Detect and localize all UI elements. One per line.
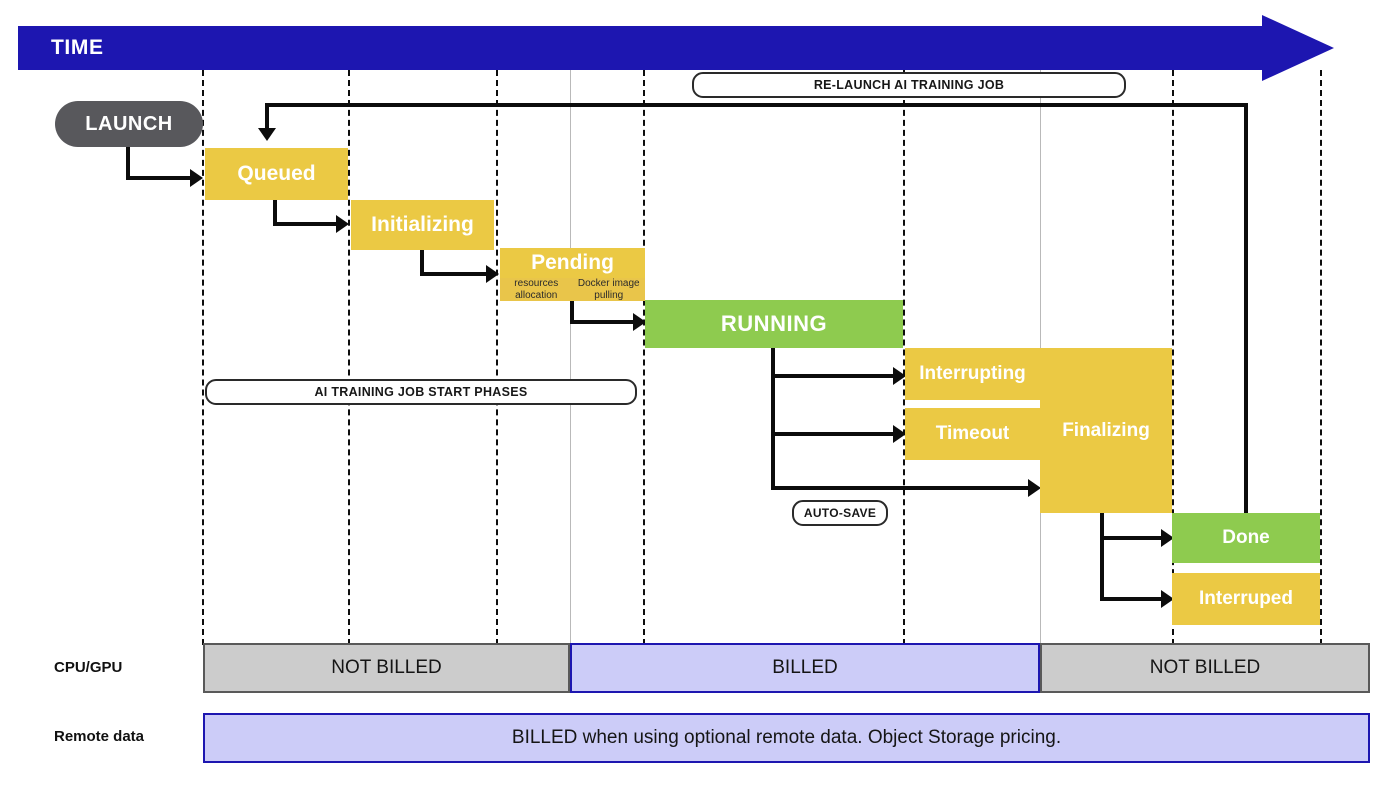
gridline-9 [1320, 70, 1322, 645]
connector-finalizing-to-done [1100, 536, 1170, 540]
gridline-2 [348, 70, 350, 645]
time-axis-banner: TIME [18, 15, 1334, 81]
connector-running-trunk [771, 348, 775, 490]
relaunch-caption: RE-LAUNCH AI TRAINING JOB [692, 72, 1126, 98]
state-timeout[interactable]: Timeout [905, 408, 1040, 460]
connector-pending-vertical [570, 301, 574, 324]
arrowhead-launch-to-queued-icon [190, 169, 203, 187]
connector-running-to-finalizing [771, 486, 1037, 490]
arrowhead-running-to-interrupting-icon [893, 367, 906, 385]
state-initializing[interactable]: Initializing [351, 200, 494, 250]
gridline-1 [202, 70, 204, 645]
row-label-remote-data: Remote data [54, 728, 145, 745]
state-running[interactable]: RUNNING [645, 300, 903, 348]
connector-initializing-horizontal [420, 272, 492, 276]
state-interrupted[interactable]: Interruped [1172, 573, 1320, 625]
connector-finalizing-to-interrupted [1100, 597, 1170, 601]
connector-initializing-vertical [420, 250, 424, 276]
arrowhead-queued-to-initializing-icon [336, 215, 349, 233]
pending-sub-right-line1: Docker image [577, 278, 640, 290]
launch-node[interactable]: LAUNCH [55, 101, 203, 147]
time-axis-bar [18, 26, 1270, 70]
connector-launch-vertical [126, 147, 130, 180]
connector-running-to-timeout [771, 432, 901, 436]
gridline-3 [496, 70, 498, 645]
state-interrupting[interactable]: Interrupting [905, 348, 1040, 400]
arrowhead-initializing-to-pending-icon [486, 265, 499, 283]
cpu-gpu-segment-billed: BILLED [570, 643, 1040, 693]
time-axis-label: TIME [51, 36, 104, 59]
arrowhead-relaunch-to-queued-icon [258, 128, 276, 141]
pending-substep-resource-allocation: resources allocation [500, 278, 574, 301]
remote-data-segment-billed: BILLED when using optional remote data. … [203, 713, 1370, 763]
arrowhead-pending-to-running-icon [633, 313, 646, 331]
connector-relaunch-horizontal [265, 103, 1248, 107]
state-pending[interactable]: Pending resources allocation Docker imag… [500, 248, 645, 301]
arrowhead-finalizing-to-done-icon [1161, 529, 1174, 547]
pending-substep-docker-image-pulling: Docker image pulling [572, 278, 645, 301]
arrowhead-running-to-timeout-icon [893, 425, 906, 443]
cpu-gpu-segment-not-billed-start: NOT BILLED [203, 643, 570, 693]
connector-relaunch-vertical-left [265, 103, 269, 131]
connector-relaunch-vertical-right [1244, 103, 1248, 515]
arrowhead-running-to-finalizing-icon [1028, 479, 1041, 497]
connector-pending-horizontal [570, 320, 640, 324]
start-phases-caption: AI TRAINING JOB START PHASES [205, 379, 637, 405]
pending-sub-left-line2: allocation [515, 289, 558, 301]
connector-queued-horizontal [273, 222, 345, 226]
connector-finalizing-trunk [1100, 513, 1104, 601]
autosave-caption: AUTO-SAVE [792, 500, 888, 526]
gridline-5 [643, 70, 645, 645]
time-arrow-icon [1262, 15, 1334, 81]
connector-queued-vertical [273, 200, 277, 226]
connector-launch-horizontal [126, 176, 200, 180]
connector-running-to-interrupting [771, 374, 901, 378]
gridline-4 [570, 70, 571, 645]
cpu-gpu-segment-not-billed-end: NOT BILLED [1040, 643, 1370, 693]
gridline-8 [1172, 70, 1174, 645]
state-pending-label: Pending [500, 248, 645, 278]
arrowhead-finalizing-to-interrupted-icon [1161, 590, 1174, 608]
pending-sub-right-line2: pulling [594, 289, 624, 301]
row-label-cpu-gpu: CPU/GPU [54, 659, 123, 676]
gridline-6 [903, 70, 905, 645]
state-finalizing[interactable]: Finalizing [1040, 348, 1172, 513]
state-done[interactable]: Done [1172, 513, 1320, 563]
state-queued[interactable]: Queued [205, 148, 348, 200]
pending-sub-left-line1: resources [514, 278, 559, 290]
